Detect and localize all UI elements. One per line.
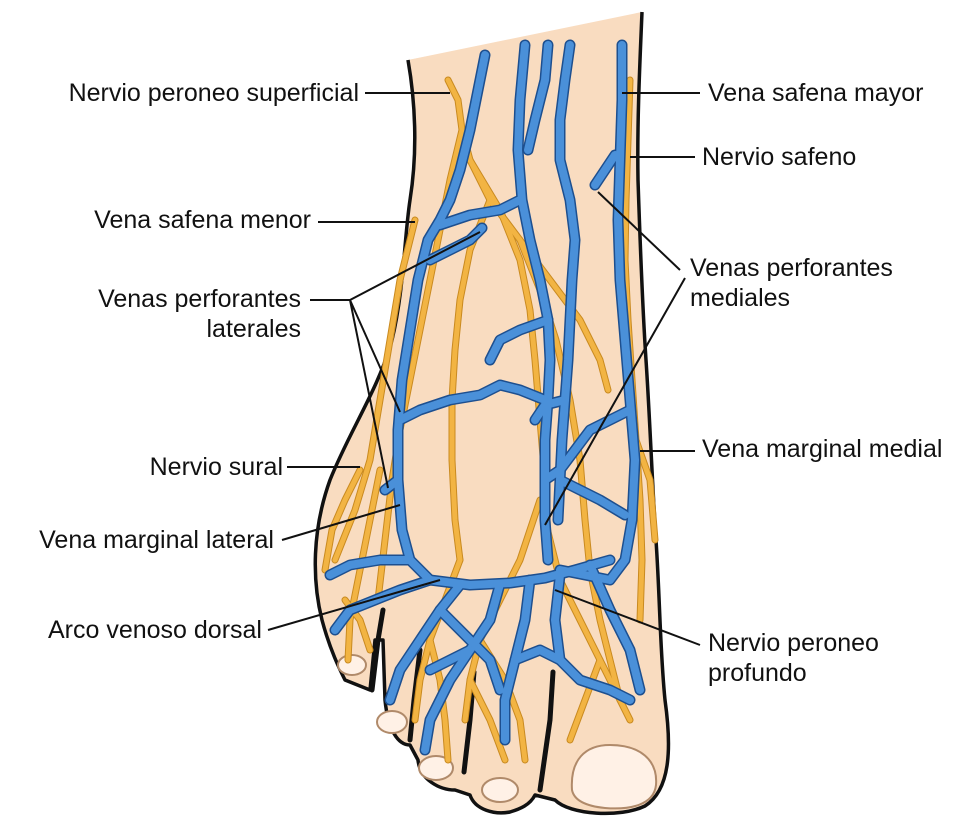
label-nervio-peroneo-superficial: Nervio peroneo superficial [69, 78, 359, 108]
label-venas-perforantes-mediales-line2: mediales [690, 283, 893, 313]
label-nervio-peroneo-profundo-line1: Nervio peroneo [708, 628, 879, 658]
label-vena-marginal-medial: Vena marginal medial [702, 434, 942, 464]
toe-nail-5 [338, 655, 366, 675]
label-venas-perforantes-laterales: Venas perforantes laterales [98, 284, 301, 344]
label-nervio-peroneo-profundo-line2: profundo [708, 658, 879, 688]
label-nervio-peroneo-profundo: Nervio peroneo profundo [708, 628, 879, 688]
toe-nail-2 [482, 778, 518, 802]
label-vena-safena-mayor: Vena safena mayor [708, 78, 923, 108]
toe-nail-4 [377, 711, 407, 733]
label-venas-perforantes-laterales-line1: Venas perforantes [98, 284, 301, 314]
label-vena-safena-menor: Vena safena menor [94, 205, 311, 235]
label-nervio-sural: Nervio sural [150, 452, 283, 482]
label-venas-perforantes-laterales-line2: laterales [98, 314, 301, 344]
toe-nail-1 [572, 745, 656, 808]
label-venas-perforantes-mediales: Venas perforantes mediales [690, 253, 893, 313]
label-venas-perforantes-mediales-line1: Venas perforantes [690, 253, 893, 283]
label-nervio-safeno: Nervio safeno [702, 142, 856, 172]
label-vena-marginal-lateral: Vena marginal lateral [39, 525, 274, 555]
label-arco-venoso-dorsal: Arco venoso dorsal [48, 615, 262, 645]
